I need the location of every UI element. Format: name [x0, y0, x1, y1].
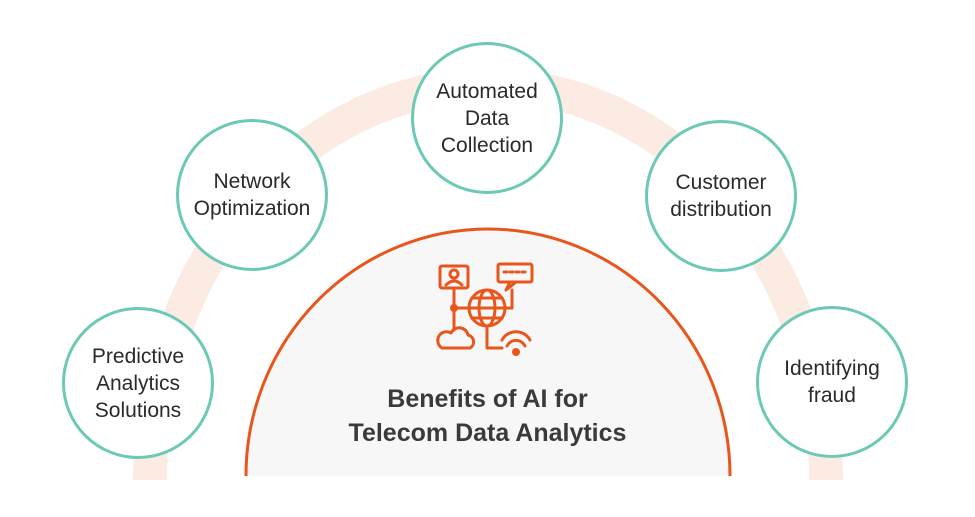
benefit-label: Identifying fraud — [784, 357, 880, 407]
benefit-identifying-fraud: Identifying fraud — [756, 306, 908, 458]
diagram-title: Benefits of AI for Telecom Data Analytic… — [260, 382, 715, 450]
benefit-label: Customer distribution — [670, 171, 772, 221]
benefit-network-optimization: Network Optimization — [176, 119, 328, 271]
inner-half-disc — [246, 229, 730, 476]
benefit-predictive-analytics: Predictive Analytics Solutions — [62, 307, 214, 459]
benefit-label: Network Optimization — [193, 170, 311, 220]
benefit-automated-data-collection: Automated Data Collection — [411, 42, 563, 194]
center-arc-outline — [244, 227, 732, 477]
benefit-label: Predictive Analytics Solutions — [91, 344, 185, 422]
telecom-network-icon — [436, 262, 534, 356]
benefit-label: Automated Data Collection — [436, 79, 538, 157]
title-line-2: Telecom Data Analytics — [348, 419, 627, 447]
title-line-1: Benefits of AI for — [387, 385, 588, 413]
benefit-customer-distribution: Customer distribution — [645, 120, 797, 272]
